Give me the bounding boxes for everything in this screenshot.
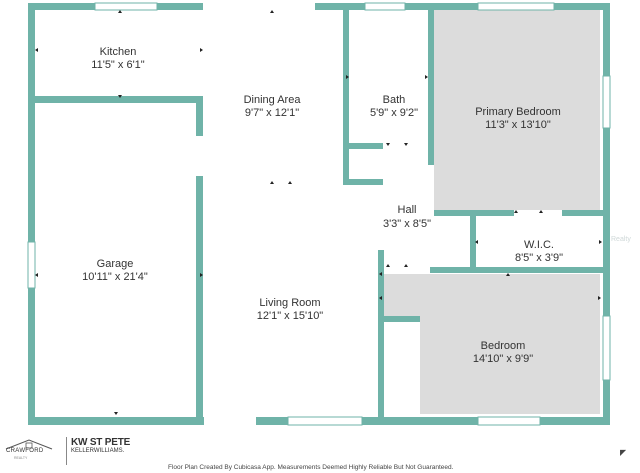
bath-name: Bath [383, 94, 406, 106]
dining-name: Dining Area [244, 94, 302, 106]
roof-icon [5, 439, 53, 450]
hall-dims: 3'3" x 8'5" [383, 218, 431, 230]
wic-name: W.I.C. [524, 239, 554, 251]
living-room-dims: 12'1" x 15'10" [257, 310, 324, 322]
wic-dims: 8'5" x 3'9" [515, 252, 563, 264]
primary-bedroom-name: Primary Bedroom [475, 106, 561, 118]
windows [27, 2, 611, 426]
bedroom-name: Bedroom [481, 340, 526, 352]
hall-name: Hall [398, 204, 417, 216]
watermark-text: Realty [611, 236, 631, 243]
openings [196, 3, 315, 425]
crawford-subtitle: REALTY [14, 456, 28, 460]
garage-name: Garage [97, 258, 134, 270]
garage-dims: 10'11" x 21'4" [82, 271, 148, 283]
dimension-markers [35, 10, 602, 415]
walls [28, 3, 610, 425]
primary-bedroom-dims: 11'3" x 13'10" [485, 119, 551, 131]
primary-bedroom-floor [434, 8, 600, 210]
crawford-logo: CRAWFORD REALTY [0, 436, 58, 466]
kw-line2: KELLERWILLIAMS. [71, 448, 125, 454]
footer-disclaimer: Floor Plan Created By Cubicasa App. Meas… [168, 464, 454, 471]
north-arrow-icon: ◤ [620, 448, 627, 457]
living-room-name: Living Room [259, 297, 320, 309]
kw-line1: KW ST PETE [71, 437, 131, 448]
bedroom-closet-floor [384, 320, 420, 414]
kitchen-name: Kitchen [100, 46, 137, 58]
dining-dims: 9'7" x 12'1" [245, 107, 299, 119]
bedroom-dims: 14'10" x 9'9" [473, 353, 533, 365]
kw-logo: KW ST PETE KELLERWILLIAMS. [66, 437, 130, 465]
bath-dims: 5'9" x 9'2" [370, 107, 418, 119]
kitchen-dims: 11'5" x 6'1" [91, 59, 144, 71]
crawford-name: CRAWFORD [6, 448, 44, 454]
